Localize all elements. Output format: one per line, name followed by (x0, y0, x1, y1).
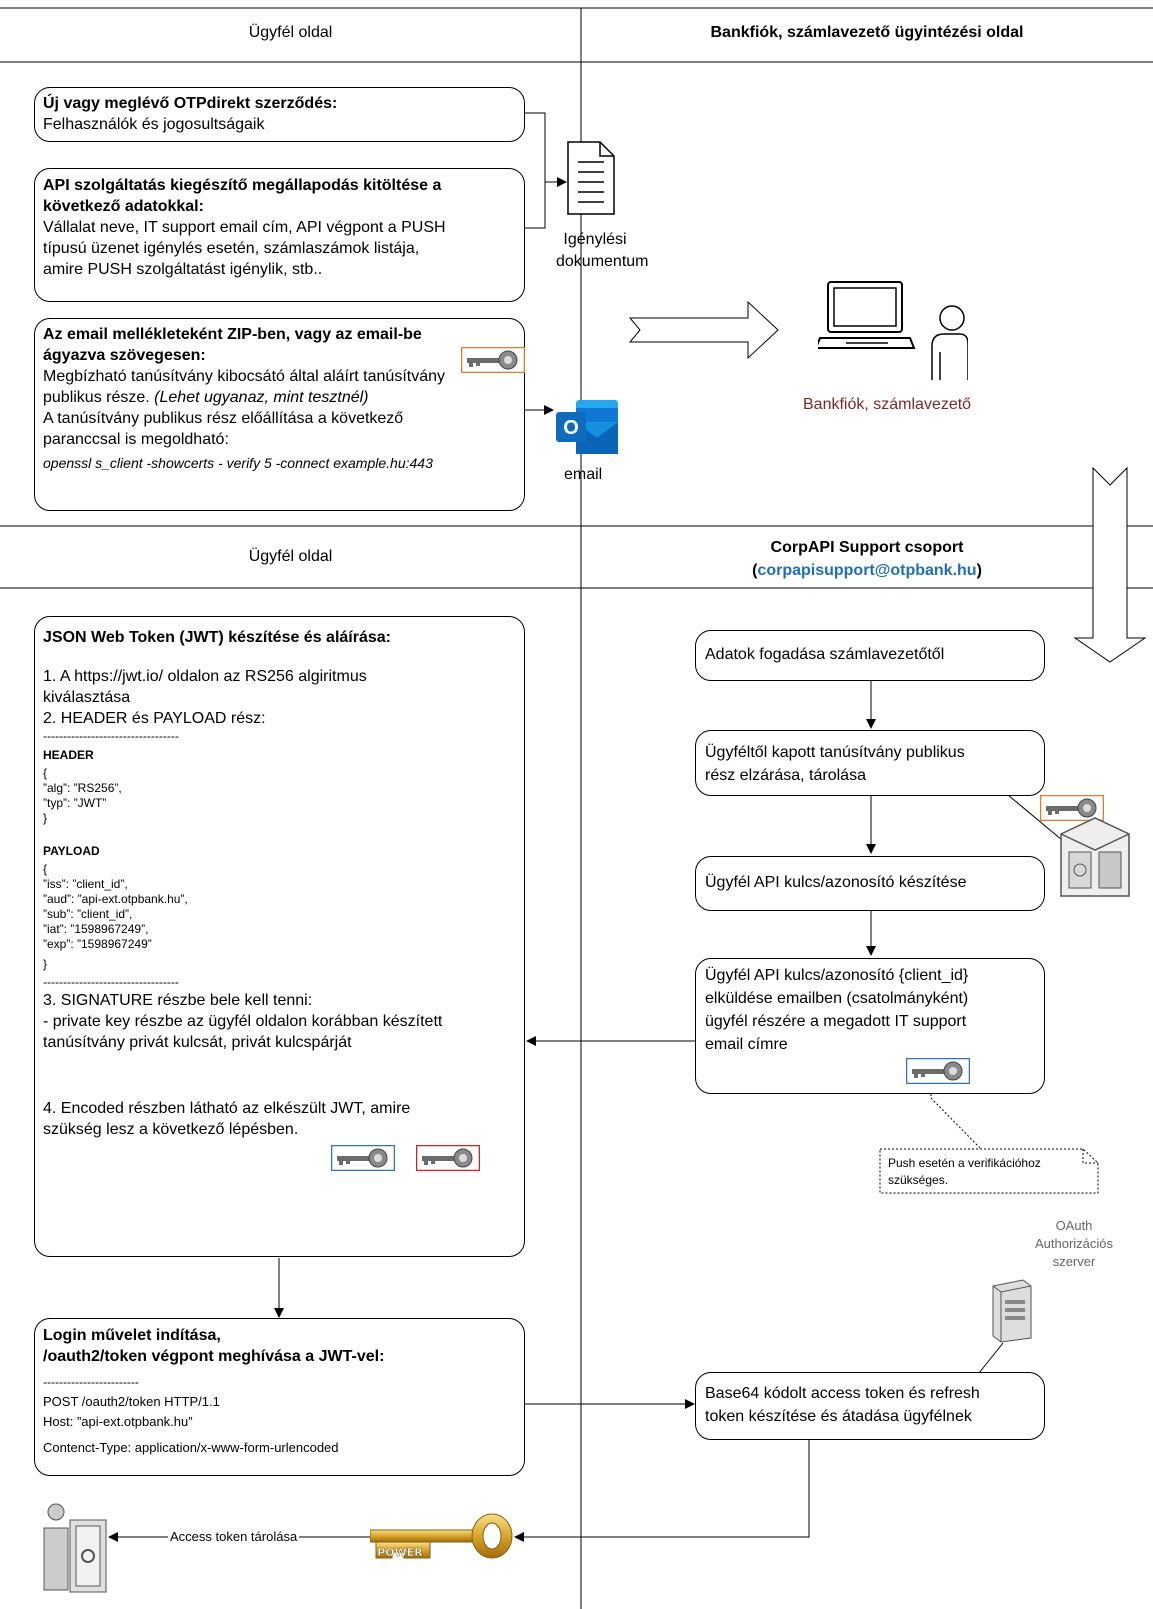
bank-connector-line (1007, 794, 1063, 841)
stored-key-icon-orange (1040, 795, 1104, 821)
store-certificate-step: Ügyféltől kapott tanúsítvány publikus ré… (695, 730, 1045, 796)
store-token-label: Access token tárolása (168, 1529, 300, 1544)
receive-data-step: Adatok fogadása számlavezetőtől (695, 630, 1045, 681)
header-support: CorpAPI Support csoport (corpapisupport@… (581, 536, 1153, 582)
create-api-key-step: Ügyfél API kulcs/azonosító készítése (695, 856, 1045, 911)
hollow-down-arrow (1073, 466, 1147, 663)
private-key-icon-red (416, 1145, 480, 1171)
document-icon (567, 141, 615, 215)
jwt-header-json: { ”alg”: ”RS256”, ”typ”: ”JWT” } (43, 766, 122, 825)
hollow-right-arrow (628, 300, 779, 360)
note-callout-line (930, 1094, 981, 1149)
support-group-name: CorpAPI Support csoport (770, 539, 964, 556)
bank-clerk-computer-icon (818, 281, 968, 380)
svg-text:O: O (563, 417, 579, 439)
issue-token-step: Base64 kódolt access token és refresh to… (695, 1372, 1045, 1440)
power-text: POWER (377, 1546, 423, 1559)
api-agreement-box: API szolgáltatás kiegészítő megállapodás… (34, 168, 525, 302)
note-box (879, 1148, 1099, 1194)
jwt-payload-json: { ”iss”: ”client_id”, ”aud”: ”api-ext.ot… (43, 862, 188, 971)
document-label: Igénylési dokumentum (556, 231, 649, 270)
header-client-mid: Ügyfél oldal (248, 548, 333, 565)
support-email-link[interactable]: corpapisupport@otpbank.hu (757, 562, 977, 579)
header-bank-top: Bankfiók, számlavezető ügyintézési oldal (710, 24, 1024, 41)
contract-box: Új vagy meglévő OTPdirekt szerződés: Fel… (34, 87, 525, 142)
token-return-arrow (514, 1440, 810, 1542)
server-icon (992, 1279, 1032, 1343)
bracket-line (525, 112, 546, 229)
send-client-id-step: Ügyfél API kulcs/azonosító {client_id} e… (695, 958, 1045, 1094)
email-label: email (564, 466, 603, 483)
client-key-icon-blue (906, 1058, 970, 1084)
power-key-icon: POWER (370, 1513, 513, 1559)
push-note: Push esetén a verifikációhoz szükséges. (888, 1156, 1041, 1187)
public-key-icon-orange (461, 347, 525, 373)
oauth-server-label: OAuth Authorizációs szerver (1034, 1218, 1114, 1269)
outlook-email-icon: O (556, 400, 618, 454)
public-key-icon-blue (331, 1145, 395, 1171)
safe-storage-icon (43, 1503, 107, 1593)
bank-clerk-label: Bankfiók, számlavezető (803, 396, 972, 413)
header-client-top: Ügyfél oldal (248, 24, 333, 41)
login-box: Login művelet indítása, /oauth2/token vé… (34, 1318, 525, 1476)
vault-building-icon (1060, 817, 1130, 897)
certificate-email-box: Az email mellékleteként ZIP-ben, vagy az… (34, 318, 525, 511)
